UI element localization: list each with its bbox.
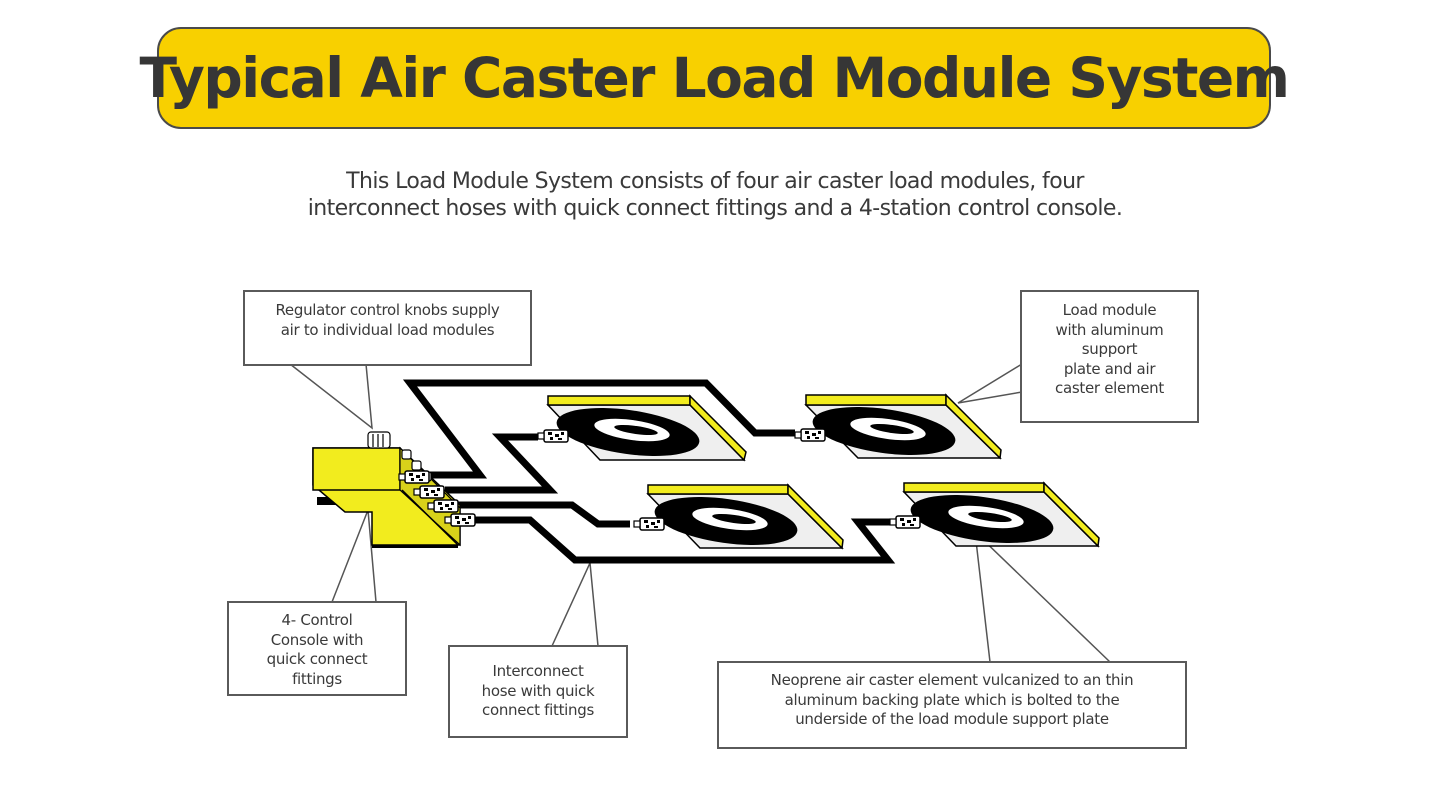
callout-text: support xyxy=(1081,340,1138,358)
callout-text: caster element xyxy=(1055,379,1164,397)
fitting-1 xyxy=(537,429,569,443)
callout-text: connect fittings xyxy=(482,701,594,719)
callout-text: plate and air xyxy=(1063,359,1156,378)
fitting-3 xyxy=(633,517,665,531)
callout-text: Load module xyxy=(1062,301,1157,319)
title-banner: Typical Air Caster Load Module System xyxy=(140,27,1290,129)
subtitle: This Load Module System consists of four… xyxy=(215,168,1215,222)
leader-neoprene xyxy=(974,530,1111,663)
callout-hose: Interconnect hose with quick connect fit… xyxy=(448,645,628,738)
callout-text: quick connect xyxy=(266,650,368,668)
hose-3 xyxy=(455,501,630,528)
leader-console xyxy=(331,509,377,603)
load-module-1 xyxy=(537,394,747,462)
callout-text: 4- Control xyxy=(281,611,353,629)
fitting-4 xyxy=(889,515,921,529)
control-console xyxy=(312,431,476,548)
subtitle-line-1: This Load Module System consists of four… xyxy=(346,169,1084,194)
leader-hose xyxy=(551,560,599,647)
callout-text: underside of the load module support pla… xyxy=(795,710,1109,728)
callout-neoprene: Neoprene air caster element vulcanized t… xyxy=(717,661,1187,749)
hose-4 xyxy=(465,516,896,564)
callout-console: 4- Control Console with quick connect fi… xyxy=(227,601,407,696)
hose-1 xyxy=(402,379,795,479)
callout-load-module: Load module with aluminum support plate … xyxy=(1020,290,1199,423)
load-module-4 xyxy=(889,481,1100,548)
callout-text: air to individual load modules xyxy=(280,320,495,339)
callout-text: with aluminum xyxy=(1055,320,1164,339)
hose-2 xyxy=(445,433,559,494)
fitting-2 xyxy=(794,428,826,442)
load-module-3 xyxy=(633,483,844,550)
page-title: Typical Air Caster Load Module System xyxy=(139,46,1290,110)
callout-text: Neoprene air caster element vulcanized t… xyxy=(770,671,1134,689)
callout-regulator: Regulator control knobs supply air to in… xyxy=(243,290,532,366)
leader-load-module xyxy=(957,363,1023,404)
subtitle-line-2: interconnect hoses with quick connect fi… xyxy=(307,196,1123,221)
callout-text: Regulator control knobs supply xyxy=(275,301,500,319)
callout-text: Interconnect xyxy=(492,662,584,680)
leader-regulator xyxy=(289,363,373,430)
callout-text: hose with quick xyxy=(481,681,595,700)
callout-text: aluminum backing plate which is bolted t… xyxy=(784,690,1120,709)
load-module-2 xyxy=(794,393,1002,460)
callout-text: fittings xyxy=(292,669,342,688)
callout-text: Console with xyxy=(270,630,364,649)
hoses xyxy=(402,379,896,564)
